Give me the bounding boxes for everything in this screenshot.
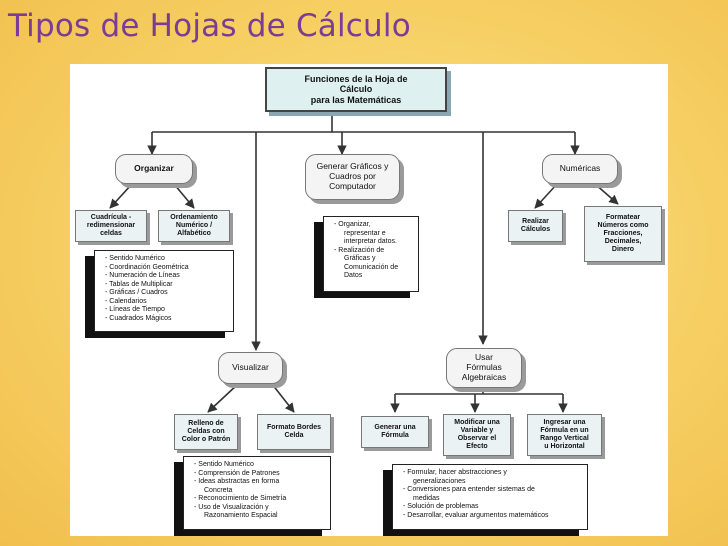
list-item: Concreta xyxy=(204,486,233,494)
list-item: - Reconocimiento de Simetría xyxy=(194,495,287,503)
list-item: - Uso de Visualización y xyxy=(194,503,269,511)
list-item: - Ideas abstractas en forma xyxy=(194,478,280,486)
list-item: Datos xyxy=(344,272,363,280)
list-item: - Formular, hacer abstracciones y xyxy=(403,469,507,476)
category-organizar: Organizar xyxy=(115,154,193,184)
category-generar-graficos: Generar Gráficos y Cuadros por Computado… xyxy=(305,154,400,200)
leaf-generar-formula: Generar una Fórmula xyxy=(361,416,429,448)
leaf-relleno-celdas: Relleno de Celdas con Color o Patrón xyxy=(174,414,238,450)
list-item: - Sentido Numérico xyxy=(194,461,254,468)
list-item: Razonamiento Espacial xyxy=(204,512,278,520)
list-item: generalizaciones xyxy=(413,477,466,485)
list-item: - Tablas de Multiplicar xyxy=(105,280,173,288)
leaf-formatear-numeros: Formatear Números como Fracciones, Decim… xyxy=(584,206,662,262)
list-usar-formulas: - Formular, hacer abstracciones y genera… xyxy=(392,464,588,530)
category-numericas: Numéricas xyxy=(542,154,618,184)
list-organizar: - Sentido Numérico - Coordinación Geomét… xyxy=(94,250,234,332)
list-item: - Cuadrados Mágicos xyxy=(105,314,172,322)
list-visualizar: - Sentido Numérico - Comprensión de Patr… xyxy=(183,456,331,530)
concept-map: Funciones de la Hoja de Cálculo para las… xyxy=(70,64,668,536)
category-usar-formulas: Usar Fórmulas Algebraicas xyxy=(446,348,522,388)
leaf-ordenamiento: Ordenamiento Numérico / Alfabético xyxy=(158,210,230,242)
leaf-formato-bordes: Formato Bordes Celda xyxy=(257,414,331,450)
list-item: - Organizar, xyxy=(334,221,371,228)
list-item: representar e xyxy=(344,229,386,237)
list-item: medidas xyxy=(413,494,440,502)
list-item: - Líneas de Tiempo xyxy=(105,306,165,314)
slide-title: Tipos de Hojas de Cálculo xyxy=(8,8,411,44)
leaf-modificar-variable: Modificar una Variable y Observar el Efe… xyxy=(443,414,511,456)
list-item: - Solución de problemas xyxy=(403,503,479,511)
list-item: - Sentido Numérico xyxy=(105,255,165,262)
list-item: interpretar datos. xyxy=(344,238,397,246)
list-item: - Numeración de Líneas xyxy=(105,272,180,280)
connector-lines xyxy=(109,112,619,413)
list-item: - Coordinación Geométrica xyxy=(105,263,189,271)
list-item: Comunicación de xyxy=(344,263,399,271)
leaf-realizar-calculos: Realizar Cálculos xyxy=(508,210,563,242)
list-item: - Desarrollar, evaluar argumentos matemá… xyxy=(403,511,549,519)
leaf-ingresar-formula: Ingresar una Fórmula en un Rango Vertica… xyxy=(527,414,602,456)
list-item: - Gráficas / Cuadros xyxy=(105,289,168,297)
list-generar-graficos: - Organizar, representar e interpretar d… xyxy=(323,216,419,292)
category-visualizar: Visualizar xyxy=(218,352,283,384)
list-item: - Comprensión de Patrones xyxy=(194,469,280,477)
list-item: - Realización de xyxy=(334,246,385,254)
root-node: Funciones de la Hoja de Cálculo para las… xyxy=(265,67,447,112)
leaf-cuadricula: Cuadrícula - redimensionar celdas xyxy=(75,210,147,242)
list-item: - Calendarios xyxy=(105,297,147,305)
list-item: Gráficas y xyxy=(344,255,376,263)
list-item: - Conversiones para entender sistemas de xyxy=(403,486,535,494)
